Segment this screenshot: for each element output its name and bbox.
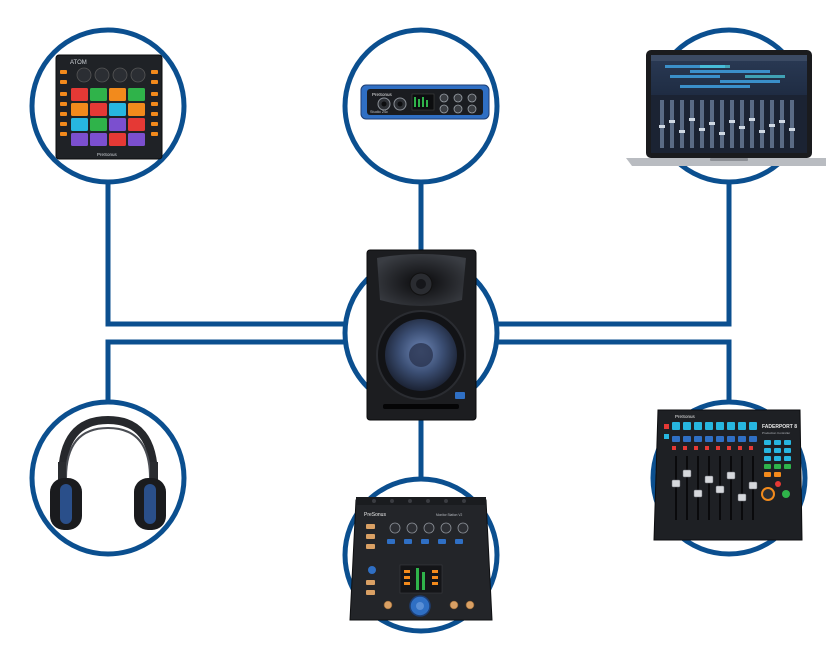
line-laptop bbox=[495, 178, 732, 327]
fader-controller-model: FADERPORT 8 bbox=[762, 424, 797, 430]
pad-controller-icon: ATOM bbox=[55, 54, 163, 160]
monitor-controller-model: Monitor Station V2 bbox=[436, 513, 462, 517]
fader-controller-logo: PreSonus bbox=[675, 414, 696, 419]
audio-interface-icon: PreSonus Studio 24c bbox=[360, 84, 490, 120]
laptop-daw-icon bbox=[626, 50, 826, 166]
pad-controller-brand: ATOM bbox=[70, 60, 87, 66]
audio-interface-model: Studio 24c bbox=[370, 110, 388, 114]
monitor-controller-icon: PreSonus Monitor Station V2 bbox=[349, 497, 493, 621]
circle-headphones bbox=[29, 399, 187, 557]
pad-controller-logo: PreSonus bbox=[97, 152, 118, 157]
headphones-icon bbox=[50, 415, 166, 530]
pad-grid bbox=[71, 88, 145, 146]
line-headphones bbox=[105, 339, 345, 404]
connector-lines bbox=[105, 178, 732, 478]
fader-controller-subtitle: Production Controller bbox=[762, 431, 790, 435]
monitor-controller-logo: PreSonus bbox=[364, 512, 386, 518]
daw-screen-content bbox=[651, 55, 807, 153]
fader-controller-icon: PreSonus FADERPORT 8 Production Controll… bbox=[653, 409, 803, 541]
studio-monitor-icon bbox=[366, 249, 477, 421]
line-pad-controller bbox=[105, 178, 345, 327]
line-fader-controller bbox=[495, 339, 732, 404]
audio-interface-logo: PreSonus bbox=[372, 92, 393, 97]
